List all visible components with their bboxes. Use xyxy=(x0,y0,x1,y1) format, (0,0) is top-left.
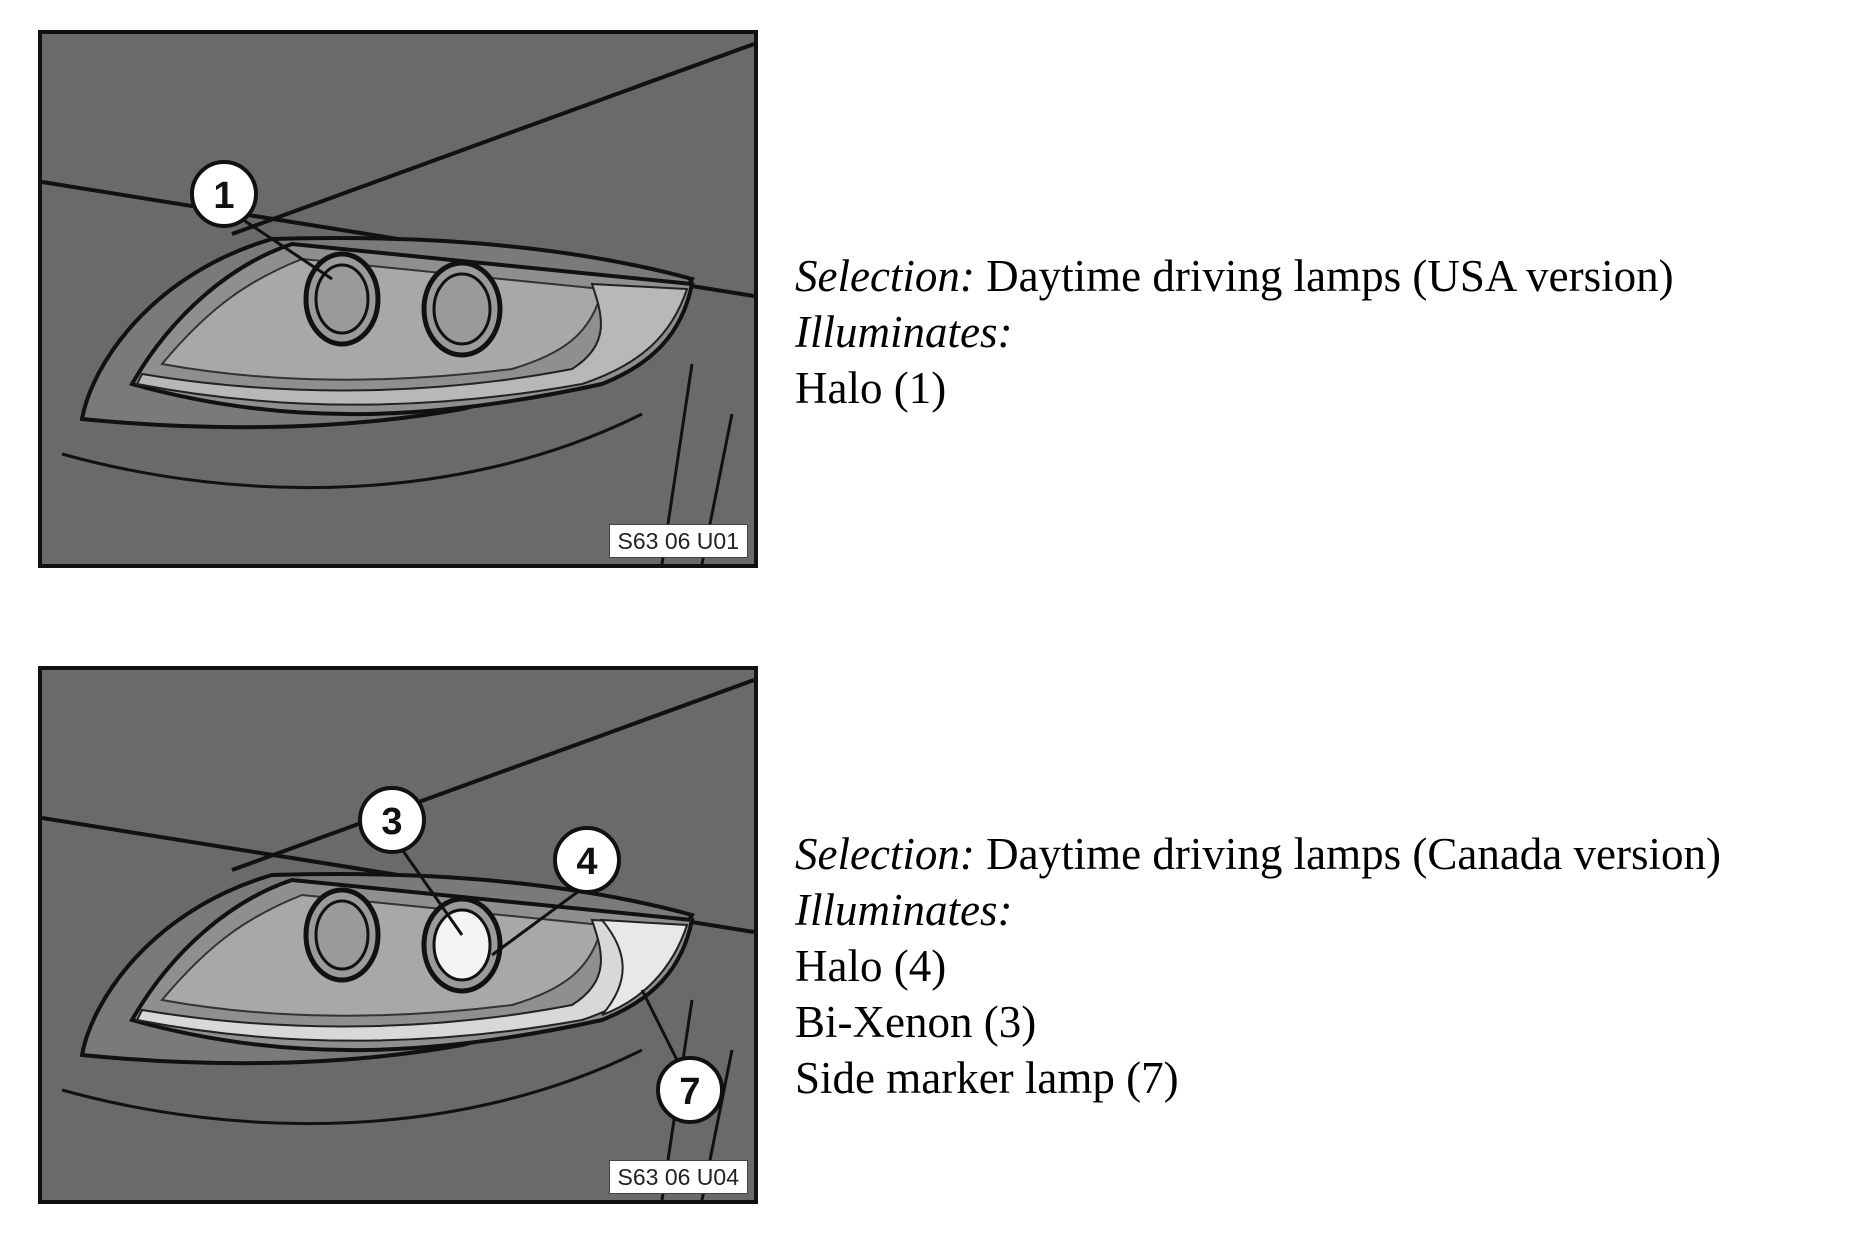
callout-number: 3 xyxy=(381,801,402,843)
illuminates-label: Illuminates: xyxy=(795,885,1013,935)
callout-marker: 4 xyxy=(553,826,621,894)
callout-marker: 1 xyxy=(190,160,258,228)
callout-number: 4 xyxy=(576,841,597,883)
headlamp-drawing: 3 4 7 xyxy=(42,678,754,1200)
illuminated-item: Side marker lamp (7) xyxy=(795,1053,1179,1103)
selection-line: Selection: Daytime driving lamps (USA ve… xyxy=(795,248,1674,304)
headlamp-illustration-canada: 3 4 7 S63 06 U04 xyxy=(38,666,758,1204)
headlamp-illustration-usa: 1 S63 06 U01 xyxy=(38,30,758,568)
headlamp-drawing: 1 xyxy=(42,42,754,564)
selection-label: Selection: xyxy=(795,251,975,301)
lamp-description-canada: Selection: Daytime driving lamps (Canada… xyxy=(795,826,1721,1106)
callout-number: 7 xyxy=(679,1071,700,1113)
figure-code: S63 06 U01 xyxy=(608,524,748,558)
callout-number: 1 xyxy=(213,175,234,217)
lamp-description-usa: Selection: Daytime driving lamps (USA ve… xyxy=(795,248,1674,416)
selection-value: Daytime driving lamps (Canada version) xyxy=(986,829,1721,879)
lamp-section-usa: 1 S63 06 U01 Selection: Daytime driving … xyxy=(0,0,1857,568)
selection-label: Selection: xyxy=(795,829,975,879)
illuminates-label: Illuminates: xyxy=(795,307,1013,357)
illuminated-item: Halo (4) xyxy=(795,941,947,991)
callout-marker: 7 xyxy=(656,1056,724,1124)
illuminated-item: Bi-Xenon (3) xyxy=(795,997,1037,1047)
figure-code: S63 06 U04 xyxy=(608,1160,748,1194)
illuminated-item: Halo (1) xyxy=(795,363,947,413)
callout-marker: 3 xyxy=(358,786,426,854)
selection-line: Selection: Daytime driving lamps (Canada… xyxy=(795,826,1721,882)
selection-value: Daytime driving lamps (USA version) xyxy=(986,251,1674,301)
lamp-section-canada: 3 4 7 S63 06 U04 Selection: Daytime driv… xyxy=(0,634,1857,1204)
